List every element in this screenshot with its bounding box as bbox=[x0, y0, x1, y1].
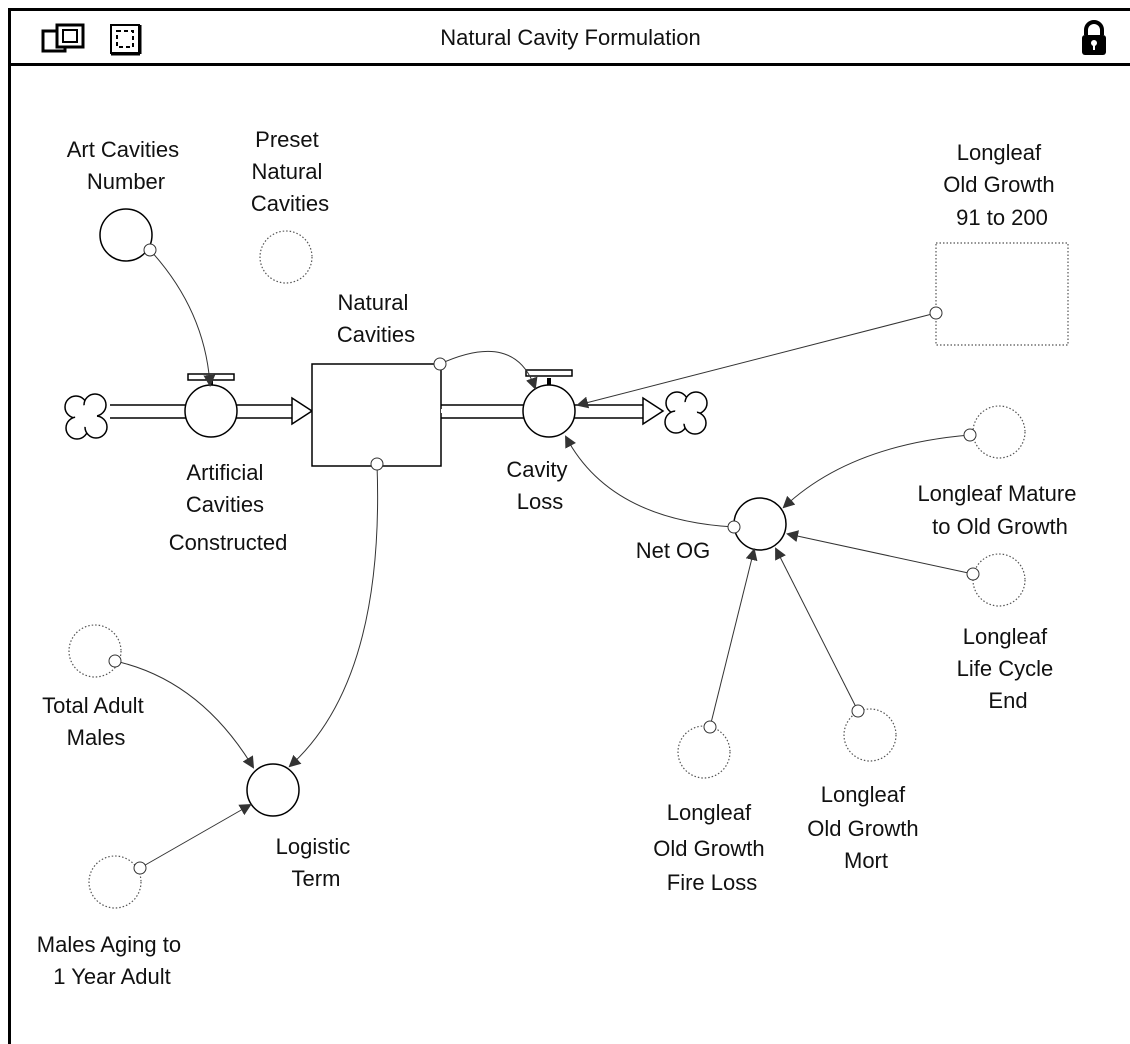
lock-icon[interactable] bbox=[1079, 19, 1109, 59]
natural-cavities-label: Natural Cavities bbox=[337, 290, 415, 347]
artificial-cavities-valve[interactable] bbox=[184, 373, 238, 438]
sink-cloud-icon bbox=[664, 391, 708, 435]
window-title: Natural Cavity Formulation bbox=[440, 25, 701, 50]
connector-mort-to-net-og bbox=[775, 547, 859, 712]
longleaf-life-cycle-end-label: Longleaf Life Cycle End bbox=[957, 624, 1060, 713]
net-og-node[interactable] bbox=[733, 497, 787, 551]
cavity-loss-label: Cavity Loss bbox=[506, 457, 573, 514]
logistic-term-label: Logistic Term bbox=[276, 834, 357, 891]
longleaf-og-91-200-ghost-stock[interactable] bbox=[935, 242, 1069, 346]
cavity-loss-valve[interactable] bbox=[522, 369, 576, 438]
total-adult-males-label: Total Adult Males bbox=[42, 693, 150, 750]
longleaf-og-fire-loss-label: Longleaf Old Growth Fire Loss bbox=[653, 800, 770, 895]
connector-total-adult-males-to-logistic-term bbox=[114, 660, 255, 769]
connector-males-aging-to-logistic-term bbox=[139, 804, 252, 869]
connector-life-cycle-to-net-og bbox=[786, 530, 974, 575]
connector-net-og-to-cavity-loss bbox=[565, 435, 735, 528]
artificial-cavities-constructed-label: Artificial Cavities Constructed bbox=[169, 460, 288, 555]
connector-art-cavities-to-valve bbox=[149, 249, 216, 387]
connector-fire-loss-to-net-og bbox=[709, 548, 758, 728]
logistic-term-node[interactable] bbox=[246, 763, 300, 817]
males-aging-ghost-node[interactable] bbox=[88, 855, 142, 909]
total-adult-males-ghost-node[interactable] bbox=[68, 624, 122, 678]
natural-cavities-stock[interactable] bbox=[311, 363, 442, 467]
title-bar: Natural Cavity Formulation bbox=[8, 8, 1130, 66]
art-cavities-number-label: Art Cavities Number bbox=[67, 137, 186, 194]
source-cloud-icon bbox=[64, 393, 108, 440]
connector-stock-to-logistic-term bbox=[288, 463, 379, 768]
longleaf-mature-to-og-label: Longleaf Mature to Old Growth bbox=[917, 481, 1082, 539]
preset-natural-cavities-ghost-node[interactable] bbox=[259, 230, 313, 284]
longleaf-og-fire-loss-ghost-node[interactable] bbox=[677, 725, 731, 779]
males-aging-label: Males Aging to 1 Year Adult bbox=[37, 932, 187, 989]
longleaf-mature-to-og-ghost-node[interactable] bbox=[972, 405, 1026, 459]
connector-longleaf-og-to-cavity-loss bbox=[576, 312, 937, 409]
select-frame-icon[interactable] bbox=[107, 21, 147, 59]
longleaf-life-cycle-end-ghost-node[interactable] bbox=[972, 553, 1026, 607]
connector-stock-to-cavity-loss bbox=[439, 351, 538, 390]
art-cavities-number-node[interactable] bbox=[99, 208, 153, 262]
windows-icon[interactable] bbox=[39, 21, 91, 55]
longleaf-og-mort-label: Longleaf Old Growth Mort bbox=[807, 782, 924, 873]
longleaf-og-91-200-label: Longleaf Old Growth 91 to 200 bbox=[943, 140, 1060, 230]
connectors bbox=[114, 249, 974, 869]
preset-natural-cavities-label: Preset Natural Cavities bbox=[251, 127, 329, 216]
longleaf-og-mort-ghost-node[interactable] bbox=[843, 708, 897, 762]
connector-handles bbox=[108, 243, 980, 875]
connector-mature-to-net-og bbox=[782, 434, 971, 509]
window-left-border bbox=[8, 66, 11, 1044]
net-og-label: Net OG bbox=[636, 538, 711, 563]
